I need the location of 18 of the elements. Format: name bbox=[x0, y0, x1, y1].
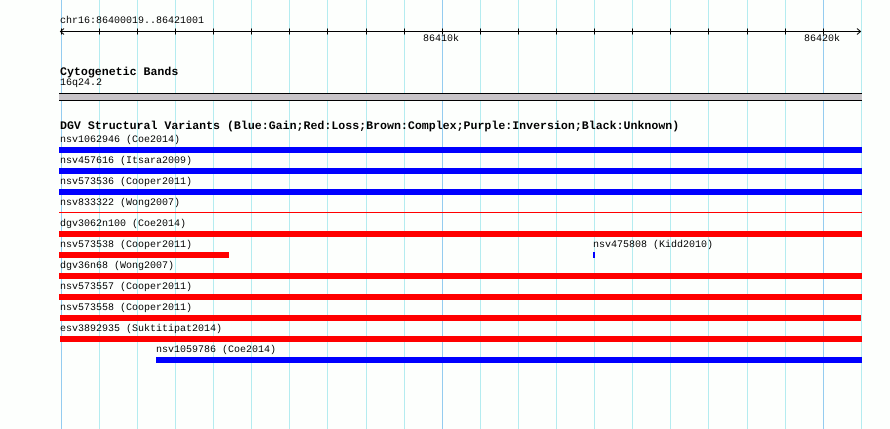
feature-label: nsv1062946 (Coe2014) bbox=[60, 136, 180, 146]
coordinate-range-label: chr16:86400019..86421001 bbox=[60, 17, 204, 27]
track-title: Cytogenetic Bands bbox=[60, 67, 178, 79]
feature-label: 16q24.2 bbox=[60, 79, 102, 89]
feature-label: dgv36n68 (Wong2007) bbox=[60, 262, 174, 272]
feature-label: nsv573557 (Cooper2011) bbox=[60, 283, 192, 293]
feature-label: nsv475808 (Kidd2010) bbox=[593, 241, 714, 251]
track-title: DGV Structural Variants (Blue:Gain;Red:Loss;Brown:Complex;Purple:Inversion;Black:Unknown) bbox=[60, 121, 680, 133]
feature-label: dgv3062n100 (Coe2014) bbox=[60, 220, 186, 230]
feature-label: nsv1059786 (Coe2014) bbox=[156, 346, 276, 356]
feature-label: esv3892935 (Suktitipat2014) bbox=[60, 325, 222, 335]
tick-label: 86410k bbox=[422, 35, 459, 45]
feature-label: nsv573558 (Cooper2011) bbox=[60, 304, 192, 314]
tick-label: 86420k bbox=[804, 35, 840, 45]
feature-label: nsv457616 (Itsara2009) bbox=[60, 157, 192, 167]
feature-label: nsv573536 (Cooper2011) bbox=[60, 178, 192, 188]
feature-label: nsv573538 (Cooper2011) bbox=[60, 241, 192, 251]
feature-label: nsv833322 (Wong2007) bbox=[60, 199, 180, 209]
